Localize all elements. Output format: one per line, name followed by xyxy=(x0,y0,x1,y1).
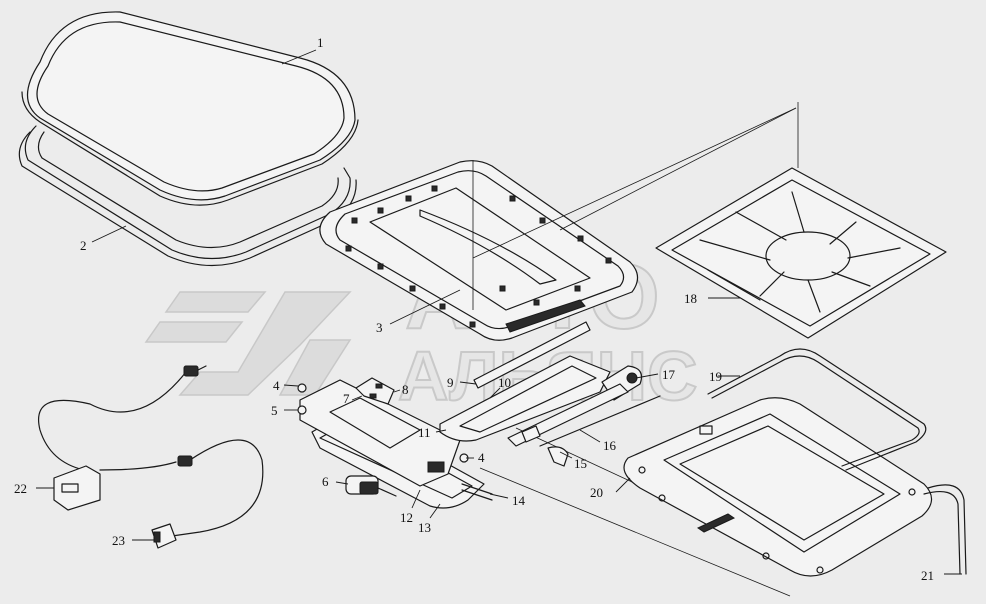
callout-10: 10 xyxy=(498,375,511,390)
callout-1: 1 xyxy=(317,35,324,50)
callout-5: 5 xyxy=(271,403,278,418)
part-7-8-brackets xyxy=(355,377,395,405)
part-14-rods xyxy=(461,483,493,501)
part-20-outer-frame xyxy=(623,397,933,577)
part-21-drain-hose xyxy=(923,484,967,575)
leader-lines xyxy=(36,49,962,575)
callout-8: 8 xyxy=(402,382,409,397)
part-3-inner-frame xyxy=(319,160,639,341)
callout-13: 13 xyxy=(418,520,431,535)
callout-9: 9 xyxy=(447,375,454,390)
callout-16: 16 xyxy=(603,438,617,453)
callout-labels: 1 2 3 4 4 5 6 7 8 9 10 11 12 13 14 15 16… xyxy=(14,35,934,583)
callout-6: 6 xyxy=(322,474,329,489)
callout-17: 17 xyxy=(662,367,676,382)
callout-19: 19 xyxy=(709,369,722,384)
callout-15: 15 xyxy=(574,456,587,471)
part-9-10-11-rails xyxy=(439,321,611,442)
electrical-harness xyxy=(38,365,264,537)
callout-20: 20 xyxy=(590,485,603,500)
part-4-5-screws xyxy=(297,383,469,463)
part-18-shade-frame xyxy=(655,167,947,339)
callout-11: 11 xyxy=(418,425,431,440)
part-12-track-plate xyxy=(299,379,461,487)
part-19-seal xyxy=(707,348,927,471)
part-22-control-unit xyxy=(53,465,101,511)
callout-18: 18 xyxy=(684,291,697,306)
callout-22: 22 xyxy=(14,481,27,496)
callout-12: 12 xyxy=(400,510,413,525)
part-15-clip xyxy=(521,425,569,467)
callout-7: 7 xyxy=(343,391,350,406)
callout-2: 2 xyxy=(80,238,87,253)
part-1-glass-panel xyxy=(21,11,359,206)
callout-21: 21 xyxy=(921,568,934,583)
callout-4: 4 xyxy=(273,378,280,393)
part-6-motor xyxy=(345,475,397,497)
callout-14: 14 xyxy=(512,493,526,508)
callout-3: 3 xyxy=(376,320,383,335)
part-23-switch xyxy=(151,523,177,549)
callout-23: 23 xyxy=(112,533,125,548)
callout-4: 4 xyxy=(478,450,485,465)
